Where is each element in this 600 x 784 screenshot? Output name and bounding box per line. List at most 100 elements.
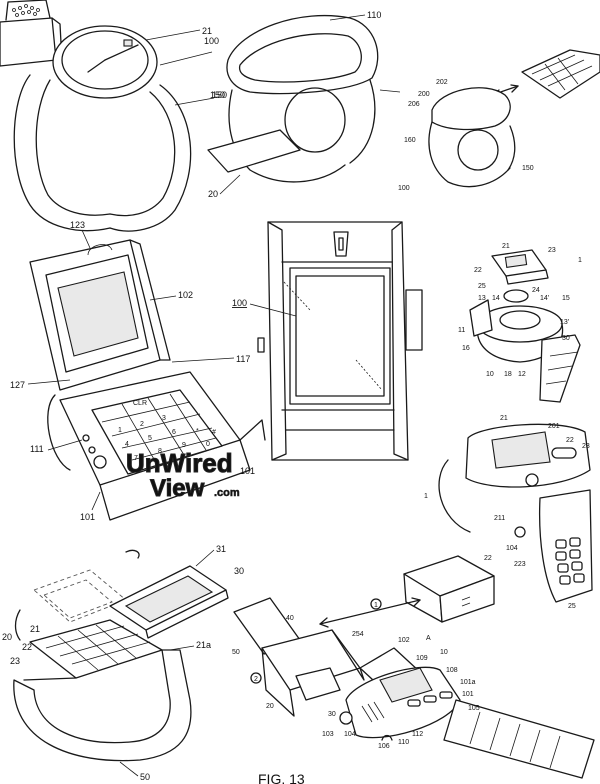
device-button-1[interactable] bbox=[408, 700, 420, 706]
figure-exploded-watch: 21 23 22 25 24 1 14 13 14' 15 11 13' 16 … bbox=[458, 243, 582, 402]
watch-bezel bbox=[53, 26, 157, 98]
label-14p: 14' bbox=[540, 295, 549, 302]
label-111: 111 bbox=[30, 444, 44, 454]
ring-body-left bbox=[229, 90, 345, 182]
crown-knob[interactable] bbox=[94, 456, 106, 468]
label-110h: 110 bbox=[398, 739, 409, 746]
label-23e: 23 bbox=[548, 247, 556, 254]
speaker-grille bbox=[6, 0, 50, 20]
key-1[interactable]: 1 bbox=[118, 427, 122, 434]
exploded-ring-disc bbox=[504, 290, 528, 302]
small-ring-hole bbox=[458, 130, 498, 170]
label-22g2: 22 bbox=[22, 642, 32, 652]
label-150c: 150 bbox=[522, 165, 534, 172]
label-202: 202 bbox=[436, 79, 448, 86]
label-123: 123 bbox=[70, 220, 85, 230]
label-223f: 223 bbox=[514, 561, 526, 568]
device-button-3[interactable] bbox=[440, 692, 452, 698]
label-22f: 22 bbox=[566, 437, 574, 444]
device-strap bbox=[444, 700, 594, 778]
watermark: UnWired View .com bbox=[126, 448, 240, 502]
left-side-button[interactable] bbox=[258, 338, 264, 352]
label-10h: 10 bbox=[440, 649, 448, 656]
label-112h: 112 bbox=[412, 731, 423, 738]
wearable-oval-button[interactable] bbox=[552, 448, 576, 458]
figure-ring-device: 110 150 20 bbox=[208, 10, 400, 199]
figure-ring-keypad: 202 200 206 160 150 100 bbox=[398, 50, 600, 192]
leader-100 bbox=[160, 52, 212, 65]
ring-side-panel bbox=[208, 130, 300, 172]
label-10e: 10 bbox=[486, 371, 494, 378]
label-106h: 106 bbox=[378, 743, 390, 750]
key-clr[interactable]: CLR bbox=[133, 400, 147, 407]
label-254h: 254 bbox=[352, 631, 364, 638]
wrist-band-left-inner bbox=[36, 80, 110, 215]
exploded-band-left bbox=[470, 300, 492, 336]
leader-21ag bbox=[170, 646, 194, 650]
label-100d: 100 bbox=[232, 298, 247, 308]
label-150b: 150 bbox=[210, 90, 225, 100]
wearable-dial[interactable] bbox=[526, 474, 538, 486]
key-5[interactable]: 5 bbox=[148, 435, 152, 442]
key-3[interactable]: 3 bbox=[162, 415, 166, 422]
wrist-band-right-inner bbox=[110, 92, 175, 216]
label-110: 110 bbox=[367, 10, 381, 20]
label-101a: 101 bbox=[80, 512, 95, 522]
label-109h: 109 bbox=[416, 655, 428, 662]
key-hash[interactable]: # bbox=[212, 429, 216, 436]
label-100: 100 bbox=[204, 36, 219, 46]
small-ring-top bbox=[432, 88, 510, 130]
key-2[interactable]: 2 bbox=[140, 421, 144, 428]
figure-caption: FIG. 13 bbox=[258, 771, 305, 784]
label-20: 20 bbox=[208, 189, 218, 199]
label-24e: 24 bbox=[532, 287, 540, 294]
label-101ah: 101a bbox=[460, 679, 476, 686]
label-14e: 14 bbox=[492, 295, 500, 302]
label-16e: 16 bbox=[462, 345, 470, 352]
label-108h: 108 bbox=[446, 667, 458, 674]
label-13p: 13' bbox=[560, 319, 569, 326]
label-22e: 22 bbox=[474, 267, 482, 274]
key-4[interactable]: 4 bbox=[125, 441, 129, 448]
label-25e: 25 bbox=[478, 283, 486, 290]
small-ring-right bbox=[508, 126, 515, 170]
key-star[interactable]: * bbox=[196, 428, 199, 435]
label-23g: 23 bbox=[10, 656, 20, 666]
label-30h: 30 bbox=[328, 711, 336, 718]
battery-socket bbox=[515, 527, 525, 537]
label-211f: 211 bbox=[494, 515, 505, 522]
device-crown[interactable] bbox=[340, 712, 352, 724]
leader-21 bbox=[146, 30, 200, 40]
label-1h: 1 bbox=[374, 602, 378, 609]
leader-50g bbox=[120, 762, 138, 776]
label-15e: 15 bbox=[562, 295, 570, 302]
label-103h: 103 bbox=[322, 731, 334, 738]
label-18e: 18 bbox=[504, 371, 512, 378]
label-23f: 23 bbox=[582, 443, 590, 450]
figure-rotating-band: 31 30 20 21 21a 22 23 50 bbox=[2, 544, 244, 782]
label-22g: 22 bbox=[484, 555, 492, 562]
label-40h: 40 bbox=[286, 615, 294, 622]
label-105h: 105 bbox=[468, 705, 480, 712]
label-1f: 1 bbox=[424, 493, 428, 500]
figure-battery-wearable: 21 201 22 23 1 211 22 104 223 25 bbox=[404, 415, 592, 622]
side-crown-panel[interactable] bbox=[406, 290, 422, 350]
exploded-top-screen bbox=[505, 255, 526, 268]
label-100c: 100 bbox=[398, 185, 410, 192]
label-20g: 20 bbox=[2, 632, 12, 642]
label-20h: 20 bbox=[266, 703, 274, 710]
band-keypad bbox=[30, 620, 162, 678]
label-117: 117 bbox=[236, 354, 250, 364]
key-6[interactable]: 6 bbox=[172, 429, 176, 436]
ring-body-right bbox=[350, 80, 375, 163]
ring-finger-hole bbox=[285, 88, 345, 152]
leader-111 bbox=[48, 440, 82, 450]
leader-31g bbox=[196, 550, 214, 566]
leader-101a bbox=[92, 492, 100, 510]
label-30g: 30 bbox=[234, 566, 244, 576]
label-21ag: 21a bbox=[196, 640, 211, 650]
exploded-band-right bbox=[540, 335, 580, 402]
label-21f: 21 bbox=[500, 415, 508, 422]
device-button-2[interactable] bbox=[424, 696, 436, 702]
key-0[interactable]: 0 bbox=[206, 441, 210, 448]
